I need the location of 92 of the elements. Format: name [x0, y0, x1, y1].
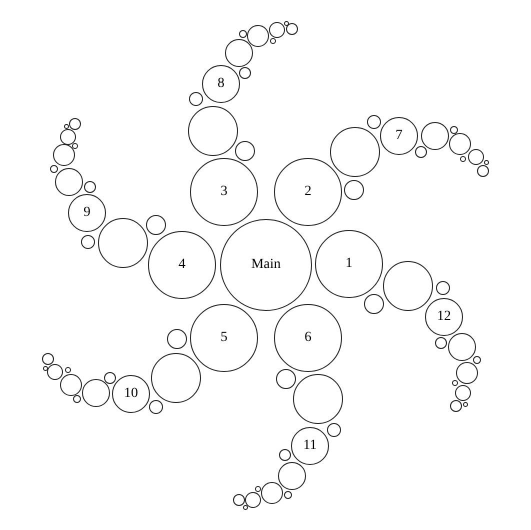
- circle: [435, 337, 447, 349]
- circle-label: 8: [218, 76, 224, 92]
- circle-label: 5: [220, 330, 228, 346]
- circle: [81, 235, 95, 249]
- circle: [188, 106, 238, 156]
- circle: [473, 356, 481, 364]
- circle: [65, 367, 71, 373]
- labeled-circle: [274, 304, 342, 372]
- circle: [60, 129, 76, 145]
- circle-label: 4: [178, 257, 186, 273]
- circle: [98, 218, 148, 268]
- circle: [364, 294, 384, 314]
- circle: [73, 395, 81, 403]
- circle: [344, 180, 364, 200]
- circle: [276, 369, 296, 389]
- circle: [50, 165, 58, 173]
- circle-label: 10: [124, 386, 138, 402]
- circle: [421, 122, 449, 150]
- circle-label: 6: [304, 330, 312, 346]
- labeled-circle: [380, 117, 418, 155]
- circle: [455, 385, 471, 401]
- circle: [233, 494, 245, 506]
- circle: [456, 362, 478, 384]
- circle-label: 11: [303, 438, 317, 454]
- circle: [286, 23, 298, 35]
- circle: [436, 281, 450, 295]
- circle: [149, 400, 163, 414]
- circle: [255, 486, 261, 492]
- labeled-circle: [68, 194, 106, 232]
- circle: [284, 20, 288, 26]
- circle: [383, 261, 433, 311]
- circle: [64, 124, 68, 128]
- circle: [450, 126, 458, 134]
- circle-label: 7: [396, 128, 402, 144]
- circle: [167, 329, 187, 349]
- circle: [189, 92, 203, 106]
- circle: [42, 353, 54, 365]
- circle: [225, 39, 253, 67]
- circle: [269, 22, 285, 38]
- circle: [42, 366, 48, 370]
- circle: [278, 462, 306, 490]
- circle: [450, 400, 462, 412]
- circle-label: 12: [437, 309, 451, 325]
- circle: [82, 379, 110, 407]
- circle: [327, 423, 341, 437]
- circle: [284, 491, 292, 499]
- labeled-circle: [112, 375, 150, 413]
- labeled-circle: [425, 298, 463, 336]
- labeled-circle: [220, 219, 312, 311]
- circle: [104, 372, 116, 384]
- labeled-circle: [190, 158, 258, 226]
- circle-label: 1: [346, 256, 352, 272]
- circle: [242, 504, 248, 510]
- circle: [279, 449, 291, 461]
- circle: [247, 25, 269, 47]
- circle: [448, 333, 476, 361]
- labeled-circle: [291, 427, 329, 465]
- circle: [55, 168, 83, 196]
- circle: [452, 380, 458, 386]
- circle: [72, 143, 78, 149]
- circle: [239, 30, 247, 38]
- circle: [53, 144, 75, 166]
- circle: [270, 38, 276, 44]
- labeled-circle: [315, 230, 383, 298]
- circle: [60, 374, 82, 396]
- circle: [460, 156, 466, 162]
- circle: [468, 149, 484, 165]
- circle: [484, 160, 488, 164]
- circle: [235, 141, 255, 161]
- circle: [69, 118, 81, 130]
- circle: [293, 374, 343, 424]
- circle: [367, 115, 381, 129]
- circle: [146, 215, 166, 235]
- labeled-circle: [202, 65, 240, 103]
- circle: [239, 67, 251, 79]
- circle: [462, 402, 468, 406]
- circle: [449, 133, 471, 155]
- circle: [261, 482, 283, 504]
- circle: [84, 181, 96, 193]
- circle: [47, 364, 63, 380]
- circle-label: Main: [251, 257, 281, 273]
- labeled-circle: [274, 158, 342, 226]
- circle: [245, 492, 261, 508]
- labeled-circle: [148, 231, 216, 299]
- circle: [330, 127, 380, 177]
- circle: [151, 353, 201, 403]
- circle: [415, 146, 427, 158]
- labeled-circle: [190, 304, 258, 372]
- circle: [477, 165, 489, 177]
- circle-label: 3: [220, 184, 228, 200]
- circle-label: 9: [84, 205, 90, 221]
- circle-label: 2: [304, 184, 312, 200]
